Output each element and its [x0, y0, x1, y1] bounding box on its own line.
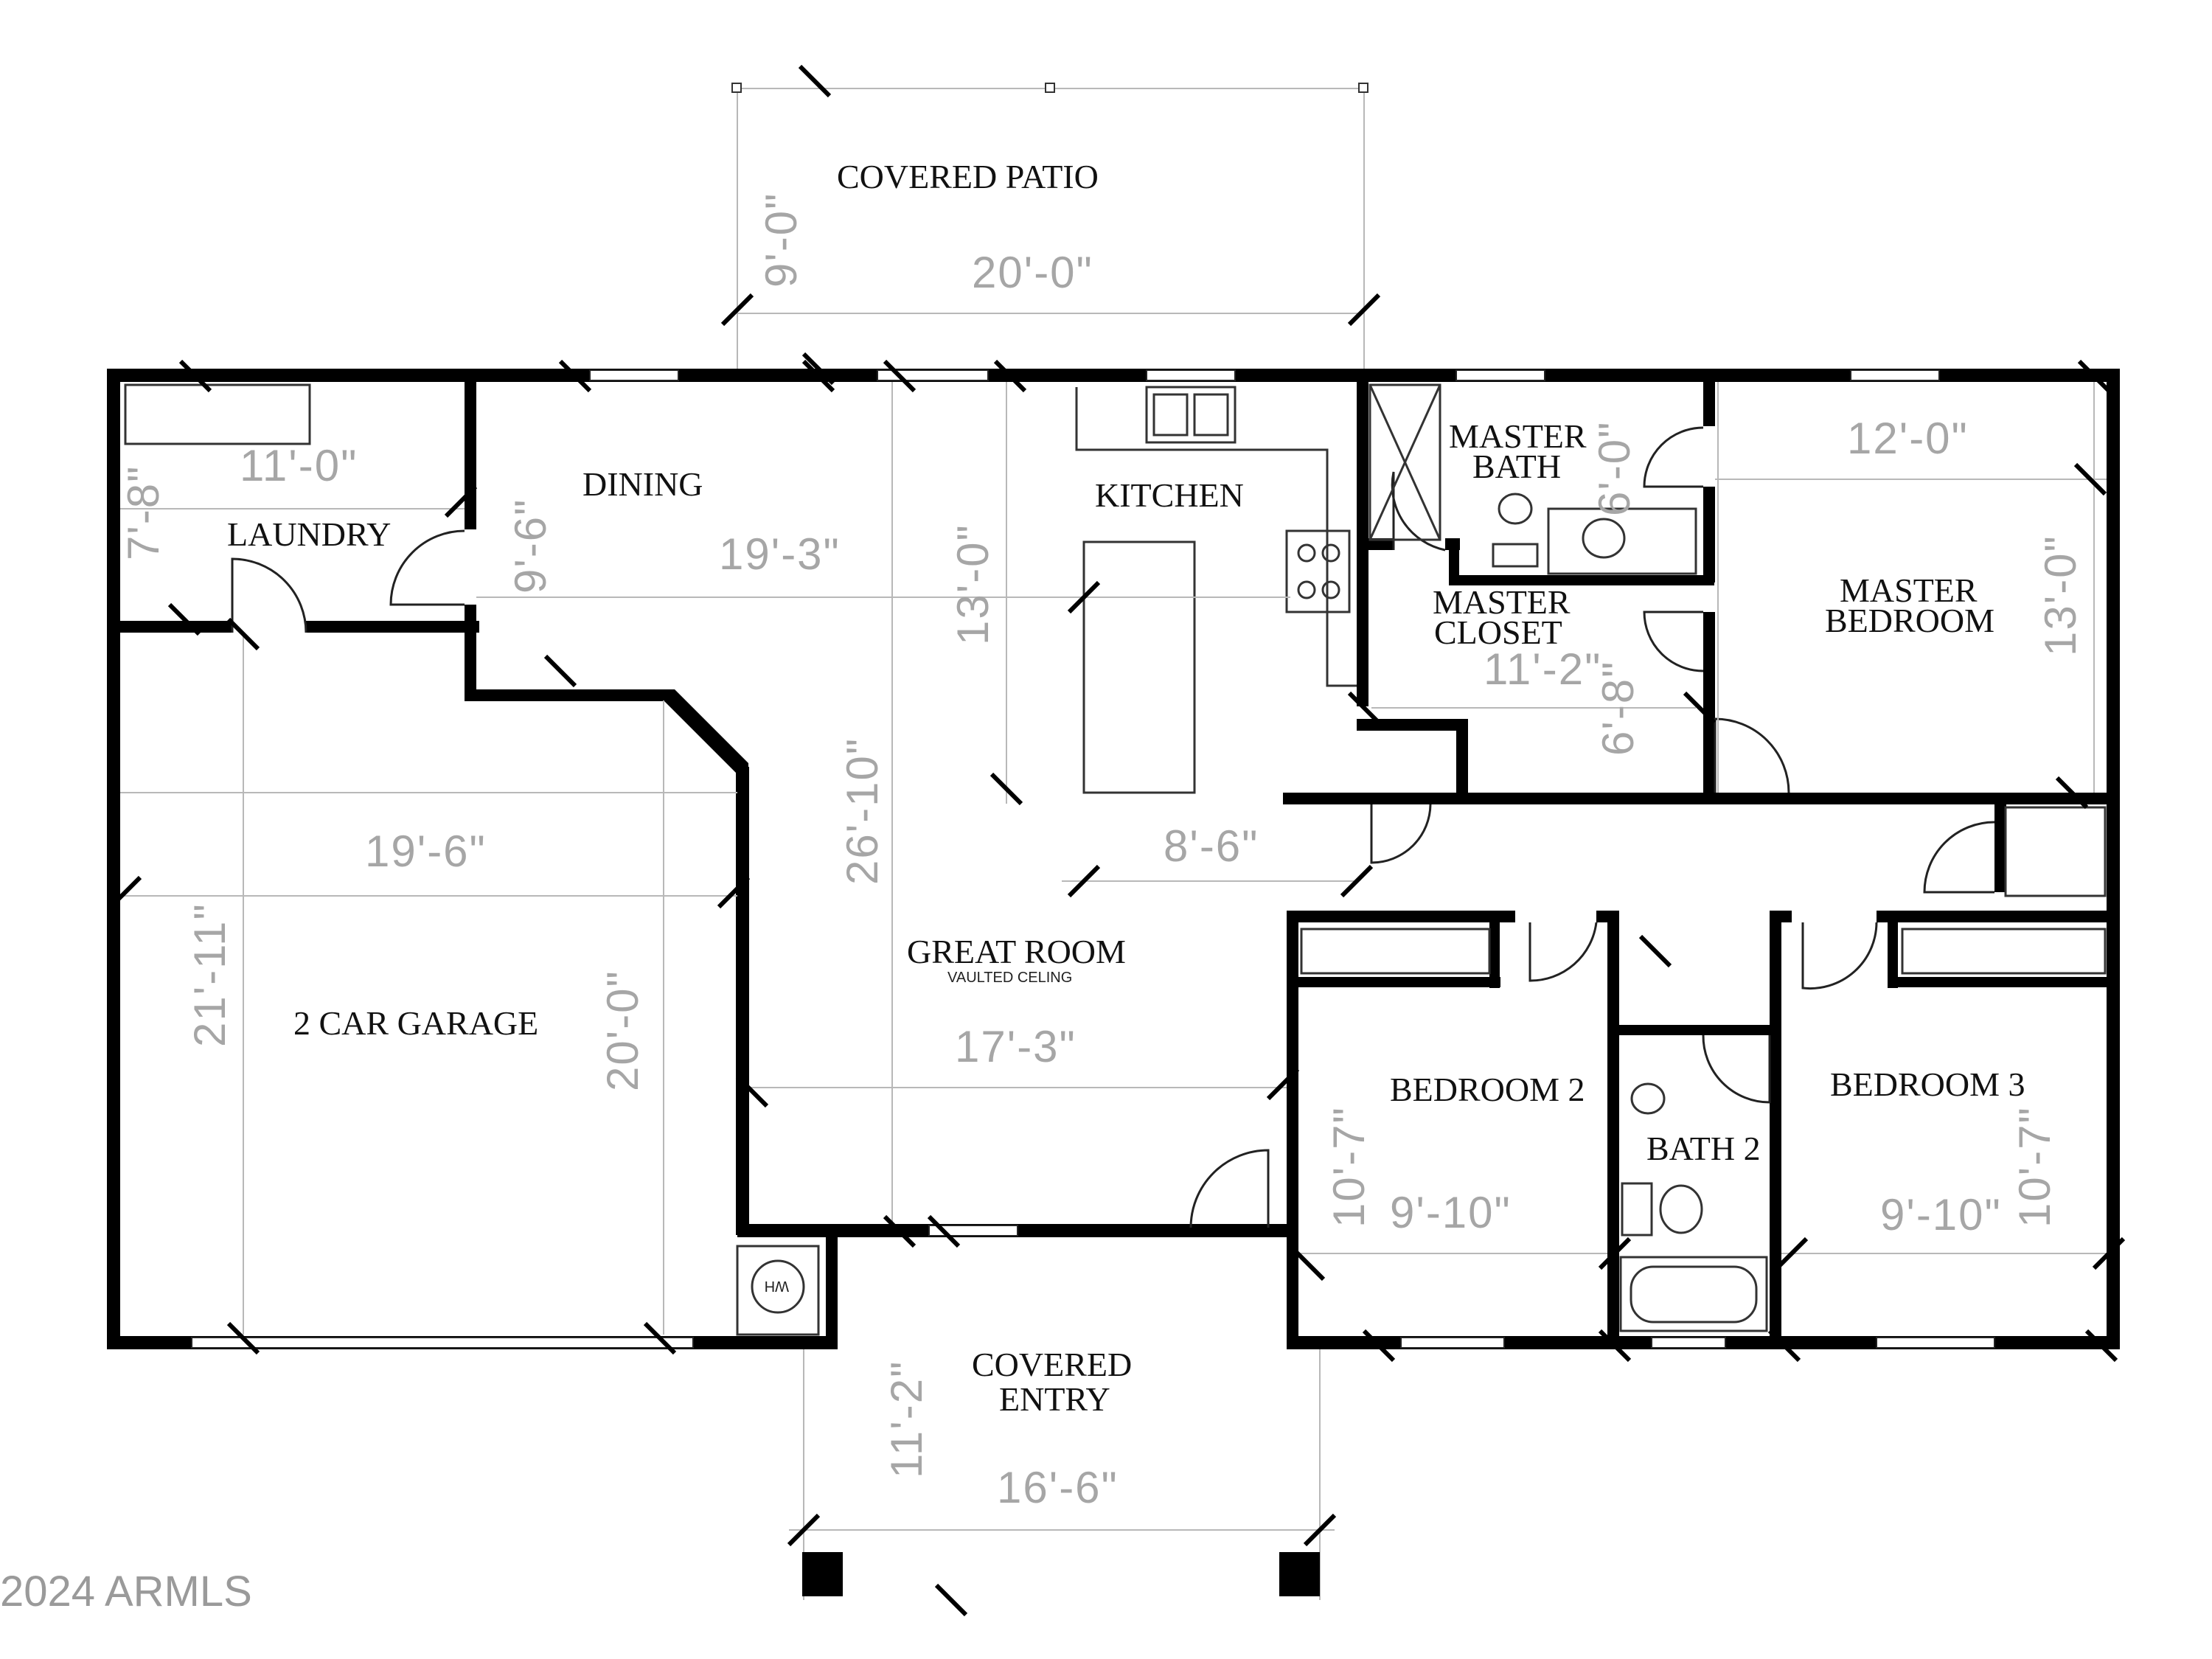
- bedroom3-depth-dim: 10'-7": [2010, 1106, 2059, 1228]
- master-bedroom-label-line1: MASTER: [1840, 571, 1978, 609]
- laundry-depth-dim: 7'-8": [119, 465, 168, 560]
- copyright-text: 2024 ARMLS: [0, 1568, 252, 1615]
- master-bedroom-label-line2: BEDROOM: [1825, 602, 1994, 639]
- entry-depth-dim: 11'-2": [882, 1360, 931, 1478]
- bath2-label: BATH 2: [1646, 1130, 1761, 1167]
- entry-post-left: [802, 1552, 843, 1596]
- master-closet-depth-dim: 6'-8": [1593, 661, 1643, 756]
- garage-label: 2 CAR GARAGE: [293, 1004, 538, 1042]
- great-room-label: GREAT ROOM: [907, 933, 1126, 970]
- windows: [191, 369, 1995, 1349]
- kitchen-label: KITCHEN: [1095, 476, 1244, 514]
- covered-patio-label: COVERED PATIO: [837, 158, 1099, 195]
- laundry-label: LAUNDRY: [227, 515, 391, 553]
- covered-entry-label-line1: COVERED: [972, 1346, 1132, 1383]
- garage-width-dim: 19'-6": [365, 827, 487, 876]
- garage-depth-outer-dim: 21'-11": [185, 902, 234, 1047]
- master-closet-width-dim: 11'-2": [1484, 644, 1601, 694]
- bedroom3-label: BEDROOM 3: [1830, 1065, 2025, 1103]
- master-bath-depth-dim: 6'-0": [1590, 421, 1639, 516]
- patio-width-dim: 20'-0": [972, 248, 1093, 297]
- entry-post-right: [1279, 1552, 1320, 1596]
- water-heater-label: WH: [765, 1278, 789, 1294]
- dining-width-dim: 19'-3": [719, 529, 841, 579]
- master-closet-label-line2: CLOSET: [1434, 613, 1562, 651]
- dining-label: DINING: [582, 465, 703, 503]
- master-bath-label-line1: MASTER: [1449, 417, 1587, 455]
- bedroom2-label: BEDROOM 2: [1390, 1071, 1585, 1108]
- guide-lines: [120, 382, 2107, 1600]
- fixtures: [124, 383, 2107, 1336]
- dimension-ticks: [108, 359, 2126, 1617]
- great-room-depth-dim: 26'-10": [838, 737, 887, 885]
- dining-depth-dim: 9'-6": [506, 498, 555, 594]
- doors: [231, 426, 1995, 1228]
- great-room-width-dim: 17'-3": [955, 1022, 1077, 1071]
- laundry-width-dim: 11'-0": [240, 441, 358, 490]
- bedroom2-depth-dim: 10'-7": [1324, 1106, 1374, 1228]
- master-bath-label-line2: BATH: [1472, 448, 1561, 485]
- kitchen-depth-dim: 13'-0": [948, 524, 998, 645]
- entry-width-dim: 16'-6": [997, 1463, 1119, 1512]
- master-closet-label-line1: MASTER: [1433, 583, 1571, 621]
- master-bedroom-depth-dim: 13'-0": [2036, 535, 2085, 656]
- garage-depth-inner-dim: 20'-0": [598, 970, 647, 1091]
- bedroom3-width-dim: 9'-10": [1880, 1190, 2002, 1239]
- kitchen-width-dim: 8'-6": [1164, 821, 1259, 871]
- great-room-note: VAULTED CELING: [947, 970, 1072, 986]
- bedroom2-width-dim: 9'-10": [1390, 1188, 1512, 1237]
- covered-entry-label-line2: ENTRY: [999, 1380, 1110, 1418]
- master-bedroom-width-dim: 12'-0": [1847, 414, 1969, 463]
- patio-depth-dim: 9'-0": [757, 192, 806, 288]
- covered-patio-outline: [720, 64, 1381, 386]
